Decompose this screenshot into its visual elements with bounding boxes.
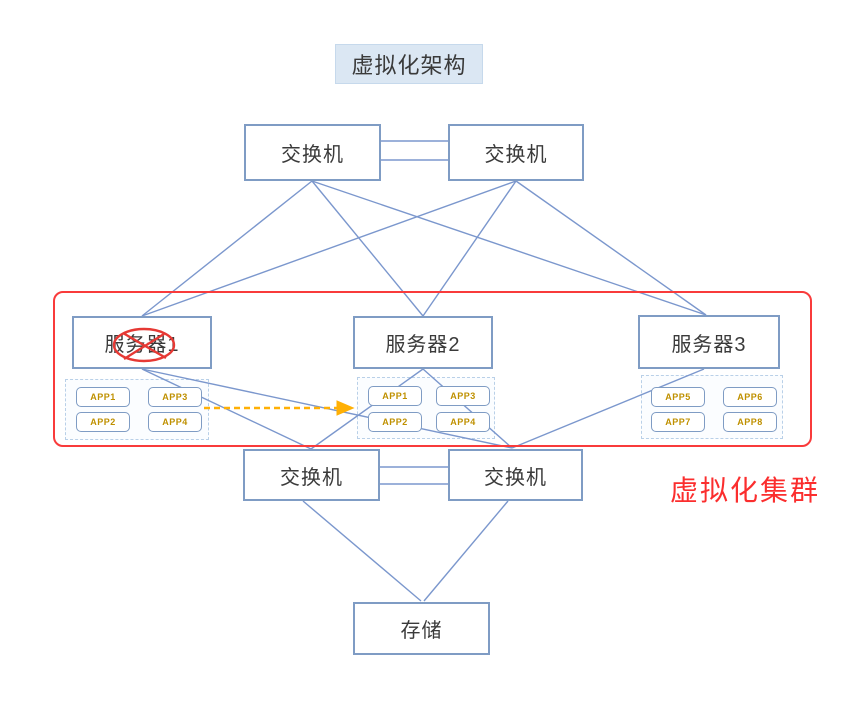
node-label: 交换机 (484, 144, 548, 166)
diagram-title-box: 虚拟化架构 (335, 44, 483, 84)
cluster-label: 虚拟化集群 (669, 475, 820, 506)
node-label: 服务器3 (671, 333, 747, 356)
node-label: 交换机 (281, 144, 344, 166)
node-label: 交换机 (484, 466, 547, 489)
app-label: APP6 (737, 392, 763, 402)
node-top-switch-2: 交换机 (448, 124, 584, 181)
app-label: APP1 (90, 392, 116, 402)
app-label: APP8 (737, 417, 763, 427)
node-storage: 存储 (353, 602, 490, 655)
app-label: APP2 (90, 417, 116, 427)
node-top-switch-1: 交换机 (244, 124, 381, 181)
diagram-title: 虚拟化架构 (351, 53, 467, 78)
node-server-3: 服务器3 (638, 315, 780, 369)
storage-link-line (423, 500, 509, 602)
node-label: 存储 (400, 620, 443, 642)
cluster-boundary-rect (53, 291, 812, 447)
app-box-server3-app6: APP6 (723, 387, 777, 407)
app-box-server3-app8: APP8 (723, 412, 777, 432)
node-server-2: 服务器2 (353, 316, 493, 369)
node-bottom-switch-2: 交换机 (448, 449, 583, 501)
node-label: 服务器2 (385, 334, 461, 356)
storage-link-line (302, 500, 422, 602)
node-bottom-switch-1: 交换机 (243, 449, 380, 501)
app-box-server1-app1: APP1 (76, 387, 130, 407)
app-box-server1-app2: APP2 (76, 412, 130, 432)
node-label: 交换机 (280, 466, 343, 489)
